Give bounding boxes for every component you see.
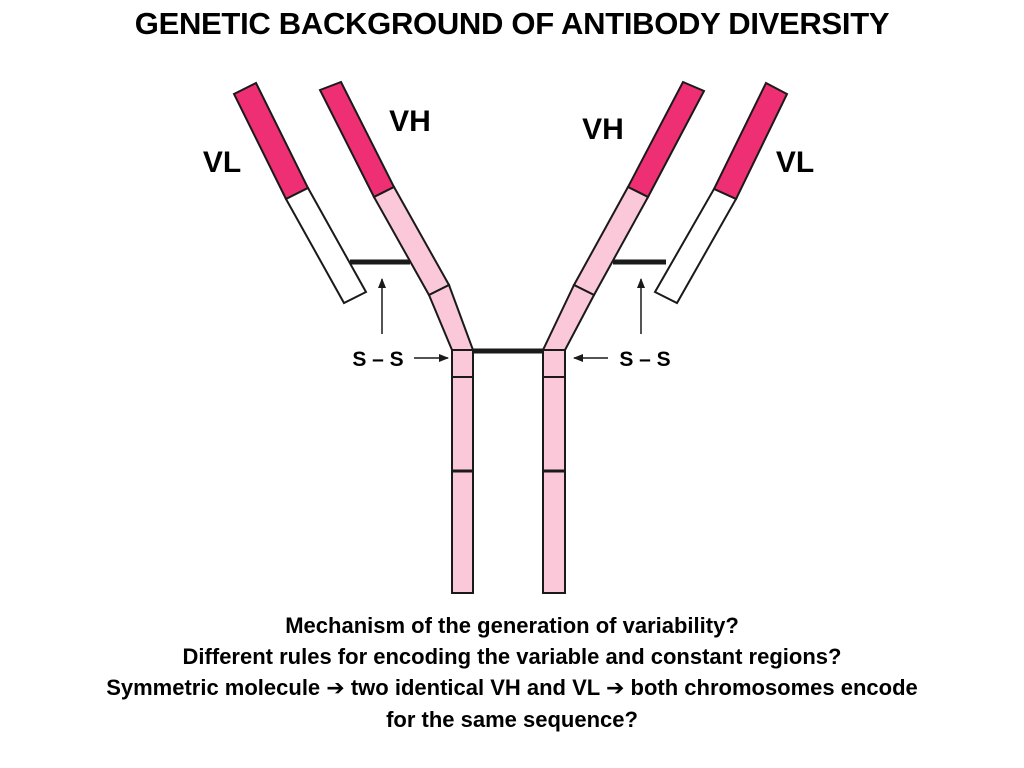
label-vh-left: VH [389, 105, 431, 138]
label-vl-left: VL [203, 146, 241, 179]
right-light-chain-constant-region [653, 187, 738, 305]
right-light-chain-variable-region [712, 81, 789, 201]
question-line-3-part-a: Symmetric molecule [106, 675, 321, 700]
right-heavy-chain-variable-region [626, 80, 706, 199]
question-line-3-part-b: two identical VH and VL [350, 675, 600, 700]
left-light-chain-variable-region [232, 81, 310, 201]
question-line-3-part-c: both chromosomes encode [630, 675, 918, 700]
left-heavy-chain-hinge-box [451, 349, 474, 378]
right-heavy-chain-ch3-region [542, 470, 566, 594]
slide-title: GENETIC BACKGROUND OF ANTIBODY DIVERSITY [134, 6, 890, 41]
question-line-1: Mechanism of the generation of variabili… [285, 613, 739, 638]
left-heavy-chain-ch3-region [451, 470, 474, 594]
left-light-chain-constant-region [284, 186, 368, 305]
arrow-right-icon: ➔ [605, 676, 625, 701]
label-vh-right: VH [582, 113, 624, 146]
right-heavy-chain-hinge [541, 283, 596, 351]
question-line-4: for the same sequence? [386, 707, 638, 732]
question-line-3: Symmetric molecule ➔ two identical VH an… [0, 672, 1024, 704]
label-vl-right: VL [776, 146, 814, 179]
left-heavy-chain-variable-region [318, 80, 396, 199]
right-heavy-chain-ch1-region [572, 185, 650, 297]
label-ss-left: S – S [352, 348, 403, 371]
left-heavy-chain-hinge [427, 283, 475, 351]
right-heavy-chain-hinge-box [542, 349, 566, 378]
arrow-right-icon: ➔ [326, 676, 345, 701]
question-text-block: Mechanism of the generation of variabili… [0, 610, 1024, 735]
label-ss-right: S – S [619, 348, 670, 371]
left-heavy-chain-ch2-region [451, 376, 474, 472]
question-line-2: Different rules for encoding the variabl… [182, 644, 842, 669]
left-heavy-chain-ch1-region [372, 185, 451, 297]
right-heavy-chain-ch2-region [542, 376, 566, 472]
